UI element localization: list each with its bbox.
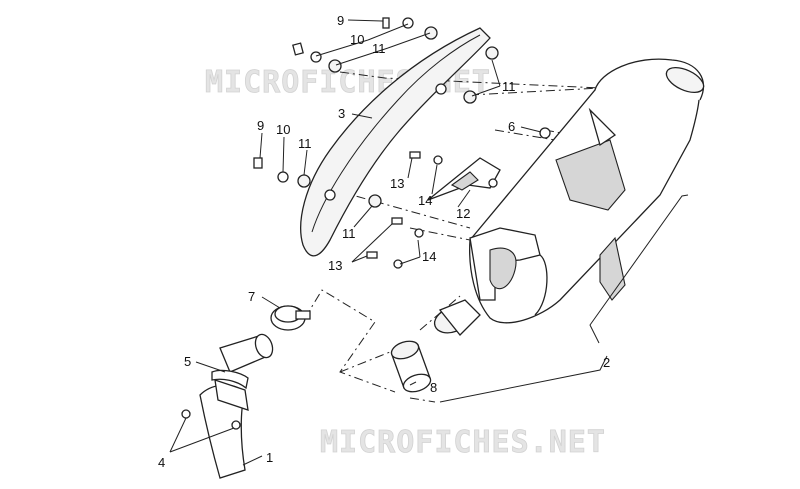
heat-shield [300,27,491,257]
label-10-left: 10 [276,122,290,137]
label-14-lower: 14 [422,249,436,264]
label-11-top-right: 11 [502,79,516,94]
label-11-left: 11 [298,136,312,151]
label-5: 5 [184,354,191,369]
label-1: 1 [266,450,273,465]
label-4: 4 [158,455,165,470]
leader-lines [169,19,689,466]
label-6: 6 [508,119,515,134]
label-8: 8 [430,380,437,395]
label-11-top-a: 11 [372,41,386,56]
label-12: 12 [456,206,470,221]
bracket [427,157,501,201]
label-13-lower: 13 [328,258,342,273]
label-14-top: 14 [418,193,432,208]
callout-labels: 9 10 11 11 3 9 10 11 6 13 14 12 11 13 14… [158,13,610,470]
label-13-top: 13 [390,176,404,191]
label-3: 3 [338,106,345,121]
label-9-top: 9 [337,13,344,28]
clamp [270,305,311,331]
label-10-top: 10 [350,32,364,47]
label-9-left: 9 [257,118,264,133]
label-11-lower: 11 [342,226,356,241]
label-7: 7 [248,289,255,304]
watermark-bottom: MICROFICHES.NET [320,425,606,460]
exhaust-pipe [199,333,274,479]
muffler [433,58,705,336]
label-2: 2 [603,355,610,370]
gasket-sleeve [390,340,432,393]
fasteners [181,17,551,430]
